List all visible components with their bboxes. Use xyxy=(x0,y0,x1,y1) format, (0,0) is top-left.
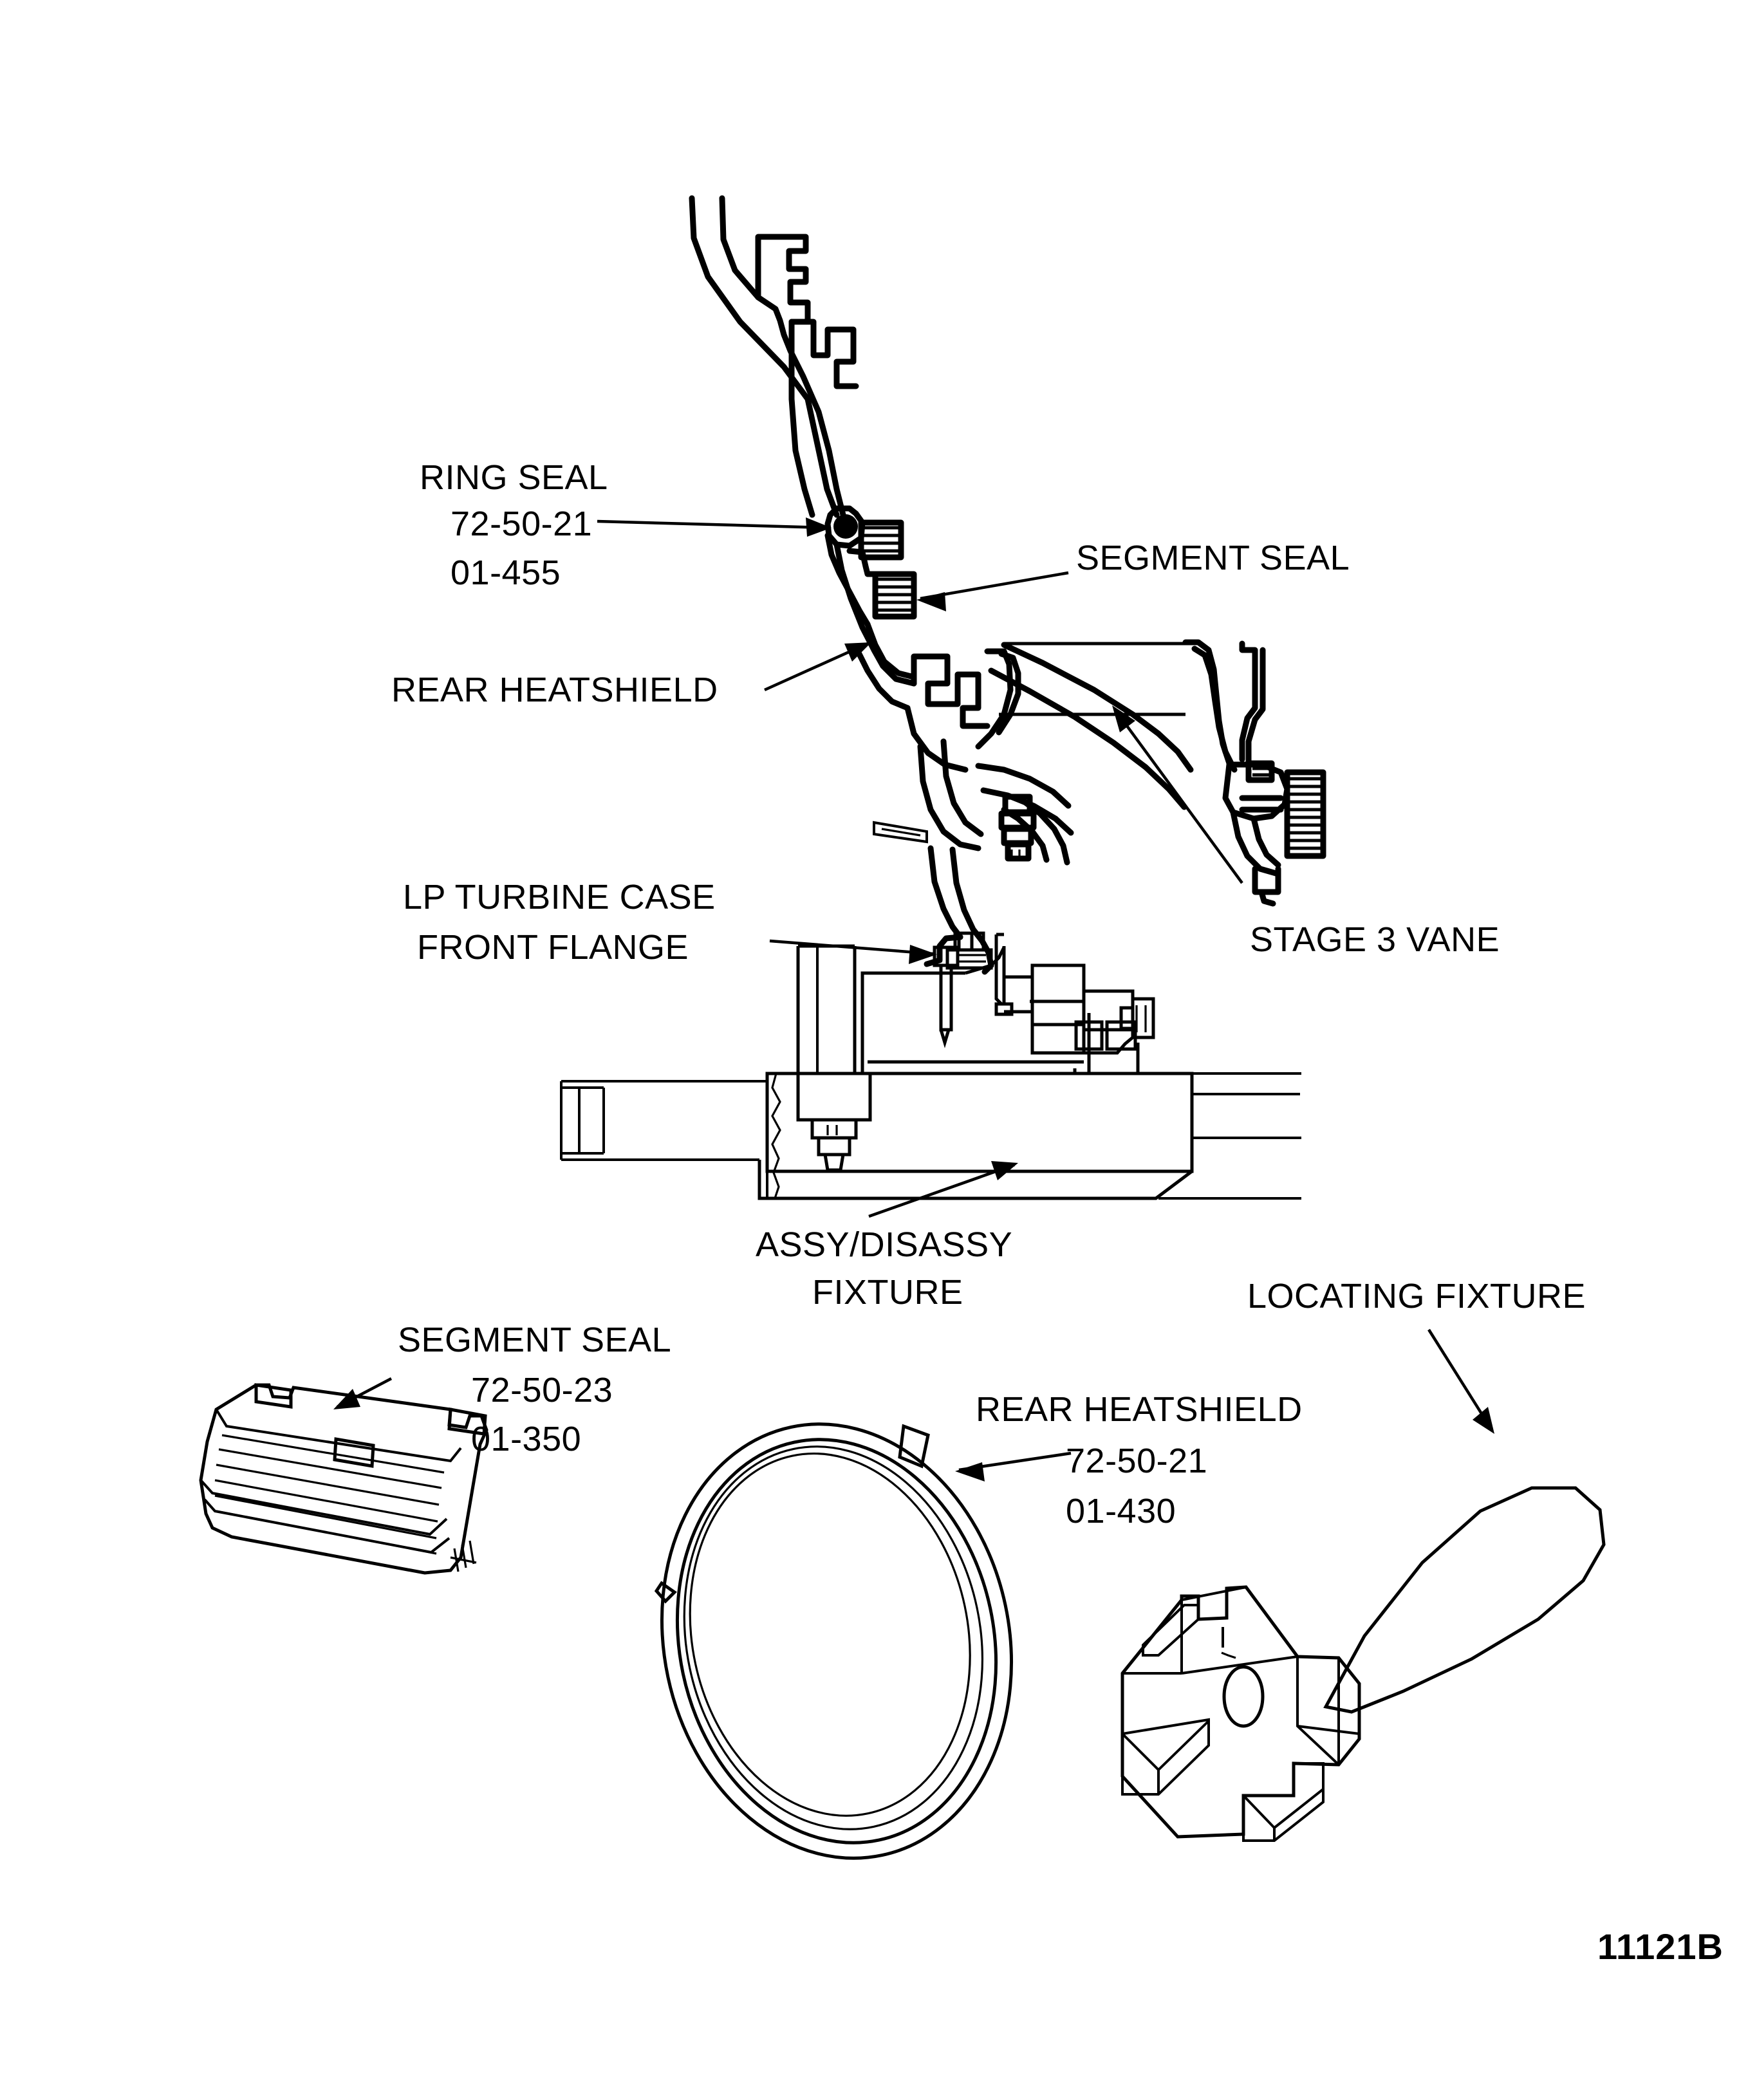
label-segment-seal-detail-part-1: 72-50-23 xyxy=(471,1371,613,1409)
leader-case-flange xyxy=(769,939,934,956)
arrowhead-ring-seal xyxy=(806,517,832,537)
diagram-text-labels: RING SEAL 72-50-21 01-455 SEGMENT SEAL R… xyxy=(391,458,1724,1967)
radial-pin xyxy=(873,821,928,844)
arrowhead-locating-fixture xyxy=(1473,1407,1494,1434)
label-assy-disassy-line2: FIXTURE xyxy=(812,1273,963,1312)
leader-assy-fixture xyxy=(868,1163,1015,1218)
upper-cross-section-assembly xyxy=(689,195,1326,975)
fixture-lower-bolt xyxy=(810,1118,858,1172)
locating-fixture-tool xyxy=(1120,1486,1606,1842)
ring-body xyxy=(660,1422,1014,1860)
arrowhead-stage-3-vane xyxy=(1112,705,1135,732)
mid-stepped-profile xyxy=(788,319,859,389)
label-lp-turbine-case-line1: LP TURBINE CASE xyxy=(403,878,716,916)
arrowhead-segment-seal-detail xyxy=(333,1389,360,1409)
label-rear-heatshield-upper: REAR HEATSHIELD xyxy=(391,671,718,709)
hatch-lines-3 xyxy=(1252,767,1269,777)
hatch-lines-4 xyxy=(1290,777,1321,850)
label-stage-3-vane: STAGE 3 VANE xyxy=(1250,920,1500,959)
rear-heatshield-ring xyxy=(654,1422,1014,1860)
leader-ring-seal xyxy=(597,519,828,530)
locating-hole xyxy=(1222,1665,1265,1728)
stage-3-vane-shroud xyxy=(1222,760,1326,907)
arrowhead-rear-heatshield xyxy=(844,642,871,662)
label-ring-seal-part-1: 72-50-21 xyxy=(451,505,592,543)
fixture-shoulder-bolt xyxy=(933,945,960,1048)
callout-leaders xyxy=(333,517,1494,1482)
label-rear-heatshield-detail-part-2: 01-430 xyxy=(1066,1492,1176,1530)
label-ring-seal-title: RING SEAL xyxy=(420,458,608,497)
label-segment-seal-detail-part-2: 01-350 xyxy=(471,1420,581,1458)
label-rear-heatshield-detail-part-1: 72-50-21 xyxy=(1066,1442,1207,1480)
central-profile-stack xyxy=(833,541,1194,975)
label-segment-seal-detail-title: SEGMENT SEAL xyxy=(398,1321,671,1359)
leader-stage-3-vane xyxy=(1113,708,1243,884)
label-assy-disassy-line1: ASSY/DISASSY xyxy=(756,1225,1012,1264)
ring-split-joint xyxy=(898,1424,930,1469)
assy-disassy-fixture-base xyxy=(560,931,1301,1200)
ring-split-joint-2 xyxy=(654,1581,677,1604)
label-ring-seal-part-2: 01-455 xyxy=(451,553,561,592)
arrowhead-case-flange xyxy=(909,945,937,964)
outer-duct-skin xyxy=(689,195,846,518)
case-front-flange-lip xyxy=(945,931,993,970)
leader-segment-seal xyxy=(920,571,1069,600)
upper-right-duct-panel xyxy=(999,639,1266,773)
label-lp-turbine-case-line2: FRONT FLANGE xyxy=(417,928,689,967)
label-rear-heatshield-detail-title: REAR HEATSHIELD xyxy=(976,1390,1303,1429)
hatch-lines-2 xyxy=(878,577,911,612)
segment-seal-end-teeth xyxy=(450,1540,477,1572)
arrowhead-rear-heatshield-detail xyxy=(955,1462,985,1482)
upper-stepped-flange xyxy=(755,234,815,518)
arrowhead-assy-fixture xyxy=(991,1161,1018,1180)
label-segment-seal-upper: SEGMENT SEAL xyxy=(1076,539,1350,577)
arrowhead-segment-seal xyxy=(916,592,946,611)
fastener-stack xyxy=(998,794,1037,862)
figure-id: 11121B xyxy=(1597,1926,1724,1967)
hatch-lines-1 xyxy=(864,526,898,553)
label-locating-fixture: LOCATING FIXTURE xyxy=(1247,1277,1586,1315)
ring-seal-marker xyxy=(833,514,858,539)
segment-seal-part xyxy=(199,1383,488,1575)
